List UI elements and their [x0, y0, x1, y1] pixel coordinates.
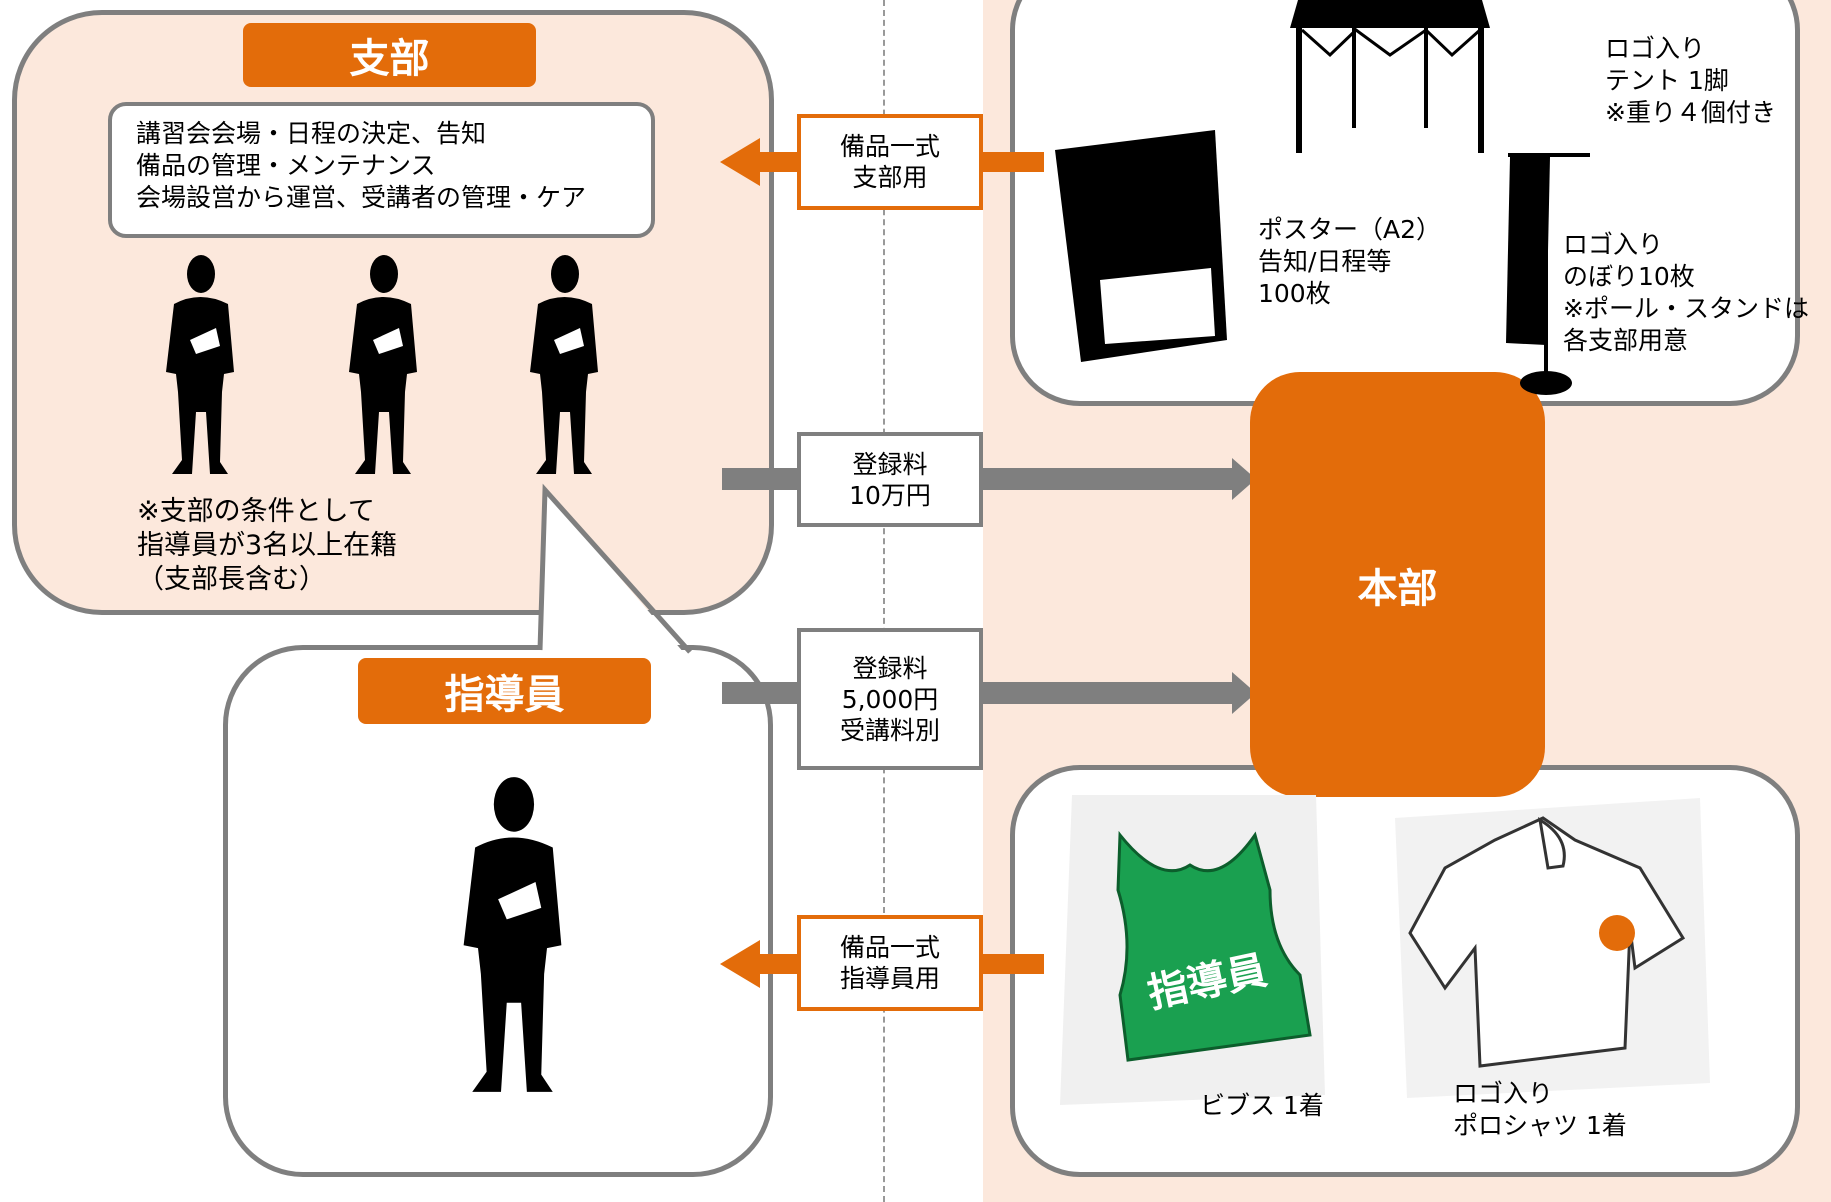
label-line: 指導員用: [839, 964, 940, 993]
banner-line: ※ポール・スタンドは: [1563, 294, 1809, 323]
label-line: 10万円: [849, 480, 931, 510]
center-divider: [883, 0, 885, 1202]
instructor-silhouette-2: [349, 255, 417, 474]
poster-label: ポスター（A2） 告知/日程等 100枚: [1258, 214, 1441, 310]
label-line: 登録料: [852, 653, 928, 683]
branch-duties: 講習会会場・日程の決定、告知 備品の管理・メンテナンス 会場設営から運営、受講者…: [108, 102, 655, 238]
tent-label: ロゴ入り テント 1脚 ※重り４個付き: [1605, 33, 1776, 129]
branch-equipment-label: 備品一式 支部用: [797, 114, 983, 210]
tent-line: ロゴ入り: [1605, 34, 1706, 63]
poster-icon: [1055, 130, 1227, 362]
instructor-title: 指導員: [358, 658, 651, 724]
polo-line: ロゴ入り: [1453, 1079, 1554, 1108]
duty-line: 備品の管理・メンテナンス: [136, 151, 436, 180]
poster-line: 告知/日程等: [1258, 247, 1392, 276]
polo-shirt-icon: [1395, 798, 1710, 1098]
banner-line: ロゴ入り: [1563, 230, 1664, 259]
bibs-label: ビブス 1着: [1200, 1091, 1324, 1120]
banner-flag-icon: [1506, 153, 1590, 395]
polo-label: ロゴ入り ポロシャツ 1着: [1453, 1078, 1627, 1142]
polo-line: ポロシャツ 1着: [1453, 1111, 1627, 1140]
headquarters-box: 本部: [1250, 372, 1545, 797]
bibs-icon: 指導員: [1060, 795, 1325, 1105]
condition-line: （支部長含む）: [137, 564, 326, 595]
poster-line: ポスター（A2）: [1258, 215, 1442, 244]
label-line: 備品一式: [839, 933, 940, 962]
instructor-silhouette-1: [166, 255, 234, 474]
instructor-silhouette-large: [463, 777, 562, 1092]
branch-condition: ※支部の条件として 指導員が3名以上在籍 （支部長含む）: [137, 495, 397, 597]
tent-line: テント 1脚: [1605, 66, 1729, 95]
label-line: 備品一式: [839, 132, 940, 161]
tent-icon: [1290, 0, 1490, 153]
poster-line: 100枚: [1258, 279, 1331, 308]
condition-line: 指導員が3名以上在籍: [137, 530, 398, 561]
duty-line: 講習会会場・日程の決定、告知: [136, 119, 487, 148]
duty-line: 会場設営から運営、受講者の管理・ケア: [136, 183, 587, 212]
branch-title: 支部: [243, 23, 536, 87]
banner-line: のぼり10枚: [1563, 262, 1695, 291]
tent-line: ※重り４個付き: [1605, 98, 1776, 127]
instructor-silhouette-3: [530, 255, 598, 474]
banner-label: ロゴ入り のぼり10枚 ※ポール・スタンドは 各支部用意: [1563, 229, 1809, 357]
label-line: 登録料: [852, 449, 928, 479]
label-line: 支部用: [852, 163, 928, 192]
branch-fee-label: 登録料 10万円: [797, 432, 983, 527]
banner-line: 各支部用意: [1563, 326, 1689, 355]
condition-line: ※支部の条件として: [137, 496, 375, 527]
instructor-fee-label: 登録料 5,000円 受講料別: [797, 628, 983, 770]
label-line: 受講料別: [839, 715, 940, 745]
instructor-equipment-label: 備品一式 指導員用: [797, 915, 983, 1011]
label-line: 5,000円: [841, 684, 939, 714]
